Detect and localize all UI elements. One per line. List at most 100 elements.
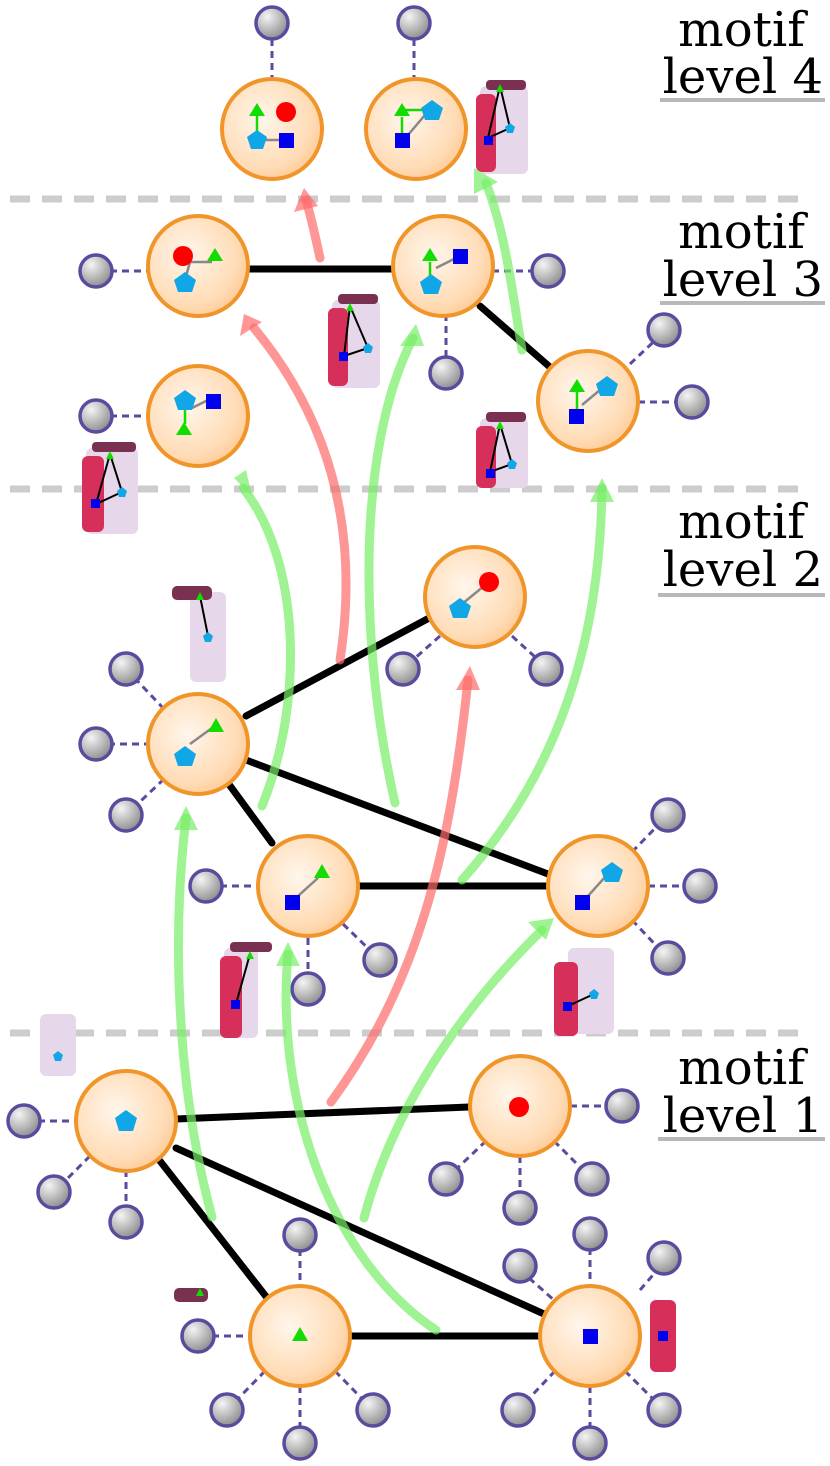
cyan-pentagon-icon bbox=[449, 598, 471, 618]
port bbox=[572, 1216, 608, 1252]
port bbox=[209, 1392, 245, 1428]
port bbox=[290, 971, 326, 1007]
arrow-heads bbox=[174, 168, 614, 966]
level-1-word: motif bbox=[678, 1040, 808, 1096]
green-triangle-icon bbox=[176, 422, 192, 435]
blue-square-icon bbox=[206, 394, 221, 409]
green-triangle-icon bbox=[249, 103, 265, 116]
port bbox=[674, 384, 710, 420]
level-2-word: motif bbox=[678, 494, 808, 550]
cyan-pentagon-icon bbox=[421, 100, 443, 120]
port bbox=[108, 1204, 144, 1240]
port bbox=[604, 1088, 640, 1124]
port bbox=[428, 1161, 464, 1197]
protein-structure-icon bbox=[174, 1288, 208, 1302]
red-circle-icon bbox=[173, 246, 193, 266]
arrowhead-red bbox=[240, 314, 262, 336]
green-triangle-icon bbox=[208, 718, 224, 732]
port bbox=[528, 651, 564, 687]
motif-node-l2-a bbox=[423, 545, 527, 649]
protein-structure-icon bbox=[220, 942, 272, 1038]
motif-node-l3-a bbox=[146, 214, 250, 318]
port bbox=[574, 1161, 610, 1197]
cyan-pentagon-icon bbox=[174, 746, 196, 766]
port bbox=[650, 940, 686, 976]
level-3-word: motif bbox=[678, 204, 808, 260]
level-labels: motif level 4 motif level 3 motif level … bbox=[658, 2, 825, 1144]
arrowhead-green bbox=[276, 942, 300, 966]
port bbox=[36, 1174, 72, 1210]
arrow-red bbox=[301, 195, 325, 263]
protein-structure-icon bbox=[82, 442, 138, 534]
arrow-green bbox=[174, 813, 217, 1222]
level-2-number: level 2 bbox=[663, 542, 823, 598]
red-circle-icon bbox=[276, 102, 296, 122]
port bbox=[502, 1248, 538, 1284]
arrowhead-green bbox=[174, 806, 198, 830]
blue-square-icon bbox=[453, 249, 468, 264]
green-triangle-icon bbox=[292, 1327, 308, 1341]
port bbox=[254, 5, 290, 41]
level-1-label: motif level 1 bbox=[658, 1040, 825, 1144]
arrowhead-green bbox=[590, 478, 614, 502]
cyan-pentagon-icon bbox=[174, 390, 196, 410]
arrowhead-green bbox=[474, 168, 498, 194]
protein-structure-icon bbox=[650, 1300, 676, 1372]
port bbox=[6, 1103, 42, 1139]
arrowhead-green bbox=[400, 324, 424, 346]
port bbox=[385, 651, 421, 687]
motif-node-l3-b bbox=[391, 214, 495, 318]
port bbox=[500, 1392, 536, 1428]
level-2-label: motif level 2 bbox=[658, 494, 825, 598]
port bbox=[180, 1318, 216, 1354]
ports bbox=[6, 5, 718, 1461]
motif-glyphs bbox=[115, 100, 623, 1344]
port bbox=[108, 651, 144, 687]
motif-node-l4-b bbox=[364, 77, 468, 181]
green-triangle-icon bbox=[422, 248, 438, 261]
cyan-pentagon-icon bbox=[601, 862, 623, 882]
protein-structure-icon bbox=[476, 412, 528, 488]
green-triangle-icon bbox=[569, 379, 585, 392]
protein-structure-icon bbox=[328, 294, 380, 388]
green-triangle-icon bbox=[314, 864, 330, 878]
port bbox=[362, 942, 398, 978]
port bbox=[646, 312, 682, 348]
cyan-pentagon-icon bbox=[115, 1110, 137, 1131]
motif-edges bbox=[156, 265, 555, 1340]
port bbox=[188, 868, 224, 904]
arrowhead-green bbox=[234, 470, 252, 496]
port bbox=[530, 253, 566, 289]
level-3-number: level 3 bbox=[663, 252, 823, 308]
level-1-number: level 1 bbox=[663, 1088, 823, 1144]
arrowhead-green bbox=[528, 918, 554, 940]
arrow-green bbox=[481, 178, 527, 355]
cyan-pentagon-icon bbox=[596, 376, 618, 396]
blue-square-icon bbox=[569, 409, 584, 424]
port bbox=[396, 5, 432, 41]
level-4-number: level 4 bbox=[663, 49, 823, 105]
arrow-green bbox=[238, 483, 295, 811]
arrowhead-red bbox=[456, 666, 480, 690]
motif-node-l3-c bbox=[146, 364, 250, 468]
port bbox=[682, 868, 718, 904]
level-4-label: motif level 4 bbox=[660, 2, 825, 105]
arrow-green bbox=[364, 333, 418, 808]
arrow-green bbox=[359, 925, 547, 1223]
motif-node-l4-a bbox=[220, 77, 324, 181]
level-separators bbox=[10, 195, 800, 1037]
port bbox=[282, 1217, 318, 1253]
red-circle-icon bbox=[509, 1097, 529, 1117]
green-triangle-icon bbox=[394, 103, 410, 116]
arrow-red bbox=[326, 675, 473, 1107]
port bbox=[355, 1392, 391, 1428]
port bbox=[78, 726, 114, 762]
blue-square-icon bbox=[583, 1329, 598, 1344]
protein-structure-icon bbox=[172, 586, 226, 682]
port bbox=[646, 1240, 682, 1276]
red-circle-icon bbox=[479, 572, 499, 592]
arrow-red bbox=[249, 323, 351, 665]
cyan-pentagon-icon bbox=[174, 272, 196, 292]
cyan-pentagon-icon bbox=[247, 130, 267, 149]
